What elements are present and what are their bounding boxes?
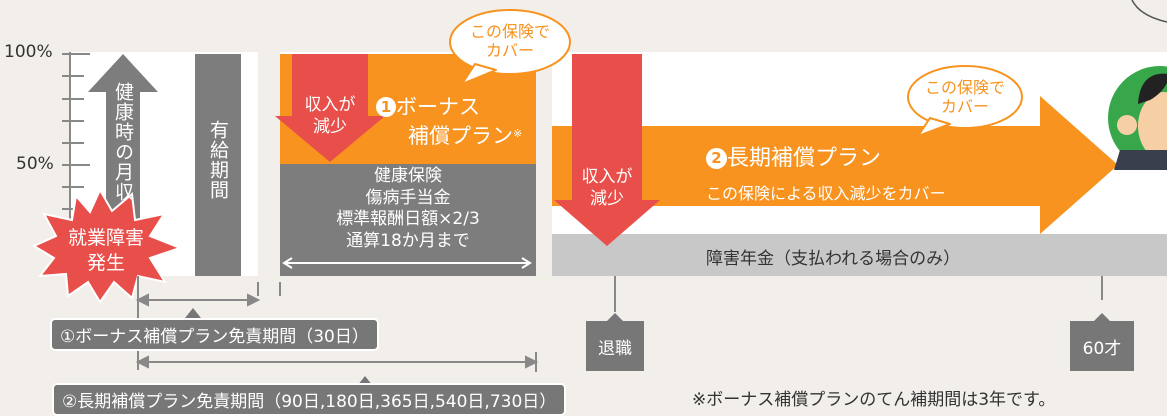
y-label-50: 50% xyxy=(16,154,54,174)
disability-burst-text: 就業障害 発生 xyxy=(67,227,144,274)
gap-1 xyxy=(258,52,280,276)
disability-burst xyxy=(31,187,183,304)
exclusion-1-pointer xyxy=(185,308,201,318)
speech-bubble-2-tail xyxy=(917,117,951,137)
long-term-plan-number: 2 xyxy=(706,148,727,169)
exclusion-range-arrow-1 xyxy=(135,293,261,307)
speech-bubble-1-tail xyxy=(461,63,497,85)
income-drop-arrow-2 xyxy=(554,54,660,246)
retirement-label: 退職 xyxy=(586,321,644,371)
long-term-plan-desc: この保険による収入減少をカバー xyxy=(706,184,946,203)
healthy-income-label: 健康時の月収 xyxy=(112,82,134,202)
gap-2 xyxy=(536,52,552,276)
footnote: ※ボーナス補償プランのてん補期間は3年です。 xyxy=(692,390,1056,410)
bubble-2-text: この保険で カバー xyxy=(924,78,1005,116)
bonus-plan-number: 1 xyxy=(376,97,396,117)
bubble-1-text: この保険で カバー xyxy=(469,22,550,60)
disability-pension-bar xyxy=(552,234,1167,276)
paid-leave-bar xyxy=(195,54,241,276)
retirement-pointer xyxy=(607,313,623,321)
y-label-100: 100% xyxy=(4,42,53,62)
exclusion-period-1: ①ボーナス補償プラン免責期間（30日） xyxy=(50,318,379,351)
health-insurance-text: 健康保険 傷病手当金 標準報酬日額×2/3 通算18か月まで xyxy=(336,166,480,251)
person-illustration xyxy=(1108,66,1167,170)
partial-bubble xyxy=(1131,0,1167,23)
exclusion-period-2: ②長期補償プラン免責期間（90日,180日,365日,540日,730日） xyxy=(52,383,567,416)
disability-pension-label: 障害年金（支払われる場合のみ） xyxy=(706,249,961,269)
age-60-label: 60才 xyxy=(1070,321,1134,371)
eighteen-month-range-arrow xyxy=(282,257,532,269)
income-drop-arrow-1 xyxy=(275,54,385,162)
exclusion-range-arrow-2 xyxy=(135,352,539,372)
bonus-plan-subtitle: 補償プラン※ xyxy=(408,124,523,148)
paid-leave-label: 有給期間 xyxy=(207,120,229,200)
age-60-pointer xyxy=(1094,313,1110,321)
income-drop-1-text: 収入が 減少 xyxy=(304,95,356,137)
healthy-income-arrow xyxy=(88,54,158,276)
speech-bubble-2 xyxy=(907,65,1023,129)
long-term-plan-desc-2: 【60才までの充実補償】 xyxy=(702,207,883,226)
speech-bubble-1 xyxy=(449,9,571,75)
health-insurance-block xyxy=(280,164,536,276)
long-term-plan-arrow xyxy=(552,96,1118,234)
income-drop-2-text: 収入が 減少 xyxy=(581,167,633,209)
